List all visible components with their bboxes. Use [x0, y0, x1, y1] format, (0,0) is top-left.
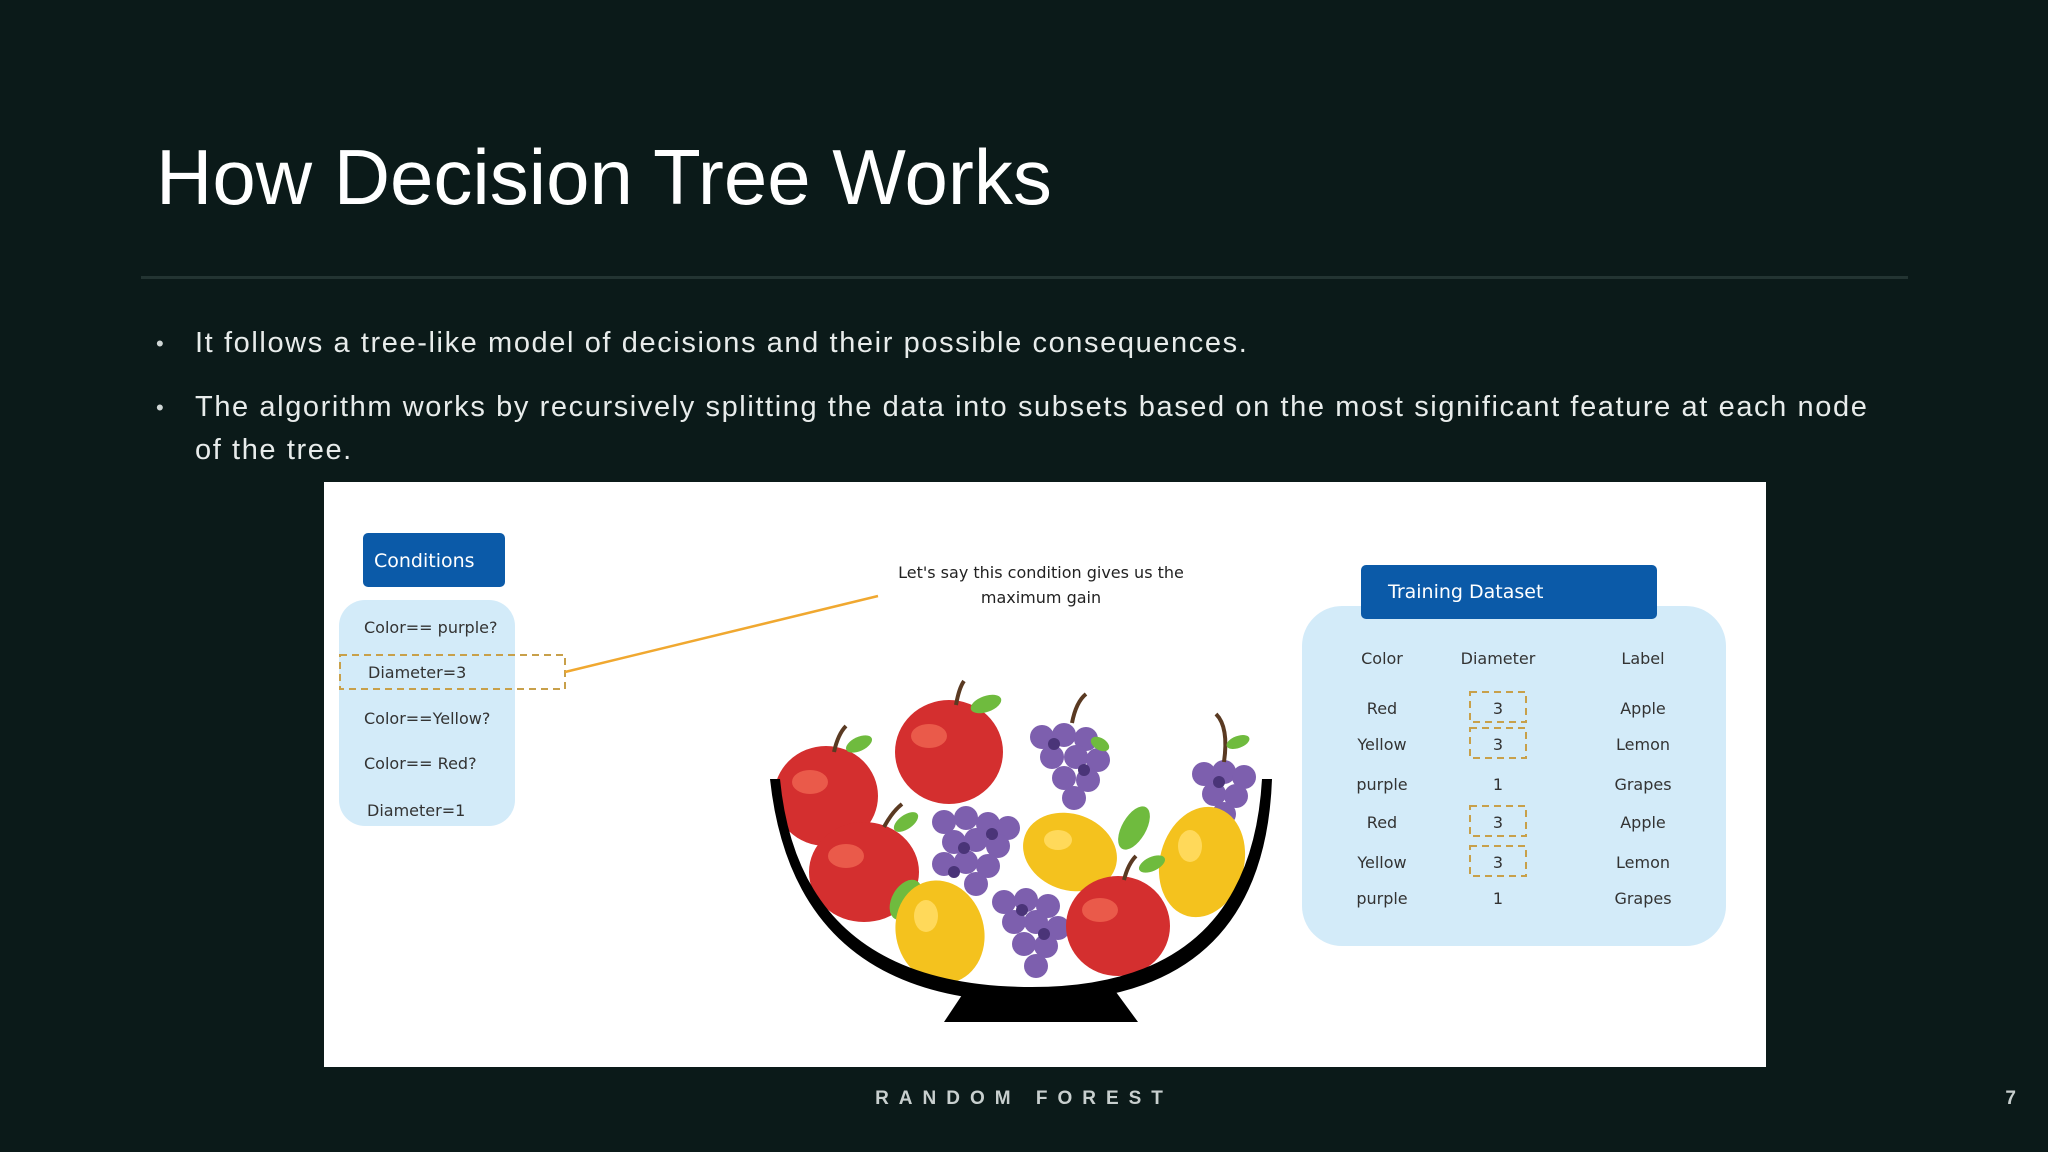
dataset-header — [1361, 565, 1657, 619]
condition-item: Color== purple? — [364, 618, 497, 637]
highlighted-cell-box — [1469, 845, 1527, 877]
bullet-dot-icon: • — [156, 395, 166, 420]
bullet-text: It follows a tree-like model of decision… — [195, 327, 1249, 359]
dataset-cell: Apple — [1620, 699, 1666, 718]
dataset-cell: 3 — [1493, 699, 1503, 718]
bullet-item: • It follows a tree-like model of decisi… — [156, 322, 1896, 365]
dataset-cell: 1 — [1493, 889, 1503, 908]
dataset-cell: 3 — [1493, 735, 1503, 754]
conditions-header-label: Conditions — [374, 550, 475, 572]
dataset-column-header: Color — [1361, 649, 1403, 668]
highlighted-cell-box — [1469, 805, 1527, 837]
condition-item: Diameter=1 — [367, 801, 465, 820]
condition-item: Color==Yellow? — [364, 709, 490, 728]
dataset-cell: Lemon — [1616, 853, 1670, 872]
callout-text-line1: Let's say this condition gives us the — [898, 563, 1184, 582]
figure-canvas: Conditions Color== purple? Diameter=3 Co… — [339, 533, 1726, 1022]
dataset-cell: 1 — [1493, 775, 1503, 794]
dataset-cell: Red — [1367, 813, 1397, 832]
fruit-bowl-illustration — [770, 679, 1272, 1022]
title-divider — [141, 276, 1908, 279]
dataset-cell: Red — [1367, 699, 1397, 718]
dataset-cell: Yellow — [1356, 853, 1406, 872]
dataset-header-label: Training Dataset — [1387, 581, 1543, 603]
bullet-item: • The algorithm works by recursively spl… — [156, 386, 1896, 472]
highlighted-cell-box — [1469, 727, 1527, 759]
dataset-cell: Lemon — [1616, 735, 1670, 754]
footer-label: RANDOM FOREST — [875, 1088, 1173, 1109]
condition-item: Diameter=3 — [368, 663, 466, 682]
dataset-cell: Grapes — [1614, 775, 1671, 794]
bullet-text: The algorithm works by recursively split… — [195, 391, 1869, 466]
bullet-dot-icon: • — [156, 331, 166, 356]
callout-text-line2: maximum gain — [981, 588, 1101, 607]
bowl-base — [944, 992, 1138, 1022]
conditions-panel — [339, 600, 515, 826]
highlighted-cell-box — [1469, 691, 1527, 723]
decision-tree-figure: Conditions Color== purple? Diameter=3 Co… — [324, 482, 1766, 1067]
dataset-column-header: Diameter — [1461, 649, 1536, 668]
dataset-cell: 3 — [1493, 853, 1503, 872]
dataset-cell: purple — [1356, 775, 1407, 794]
condition-item: Color== Red? — [364, 754, 477, 773]
conditions-header — [363, 533, 505, 587]
dataset-cell: purple — [1356, 889, 1407, 908]
callout-line — [564, 594, 879, 674]
dataset-column-header: Label — [1621, 649, 1664, 668]
slide-title: How Decision Tree Works — [156, 133, 1052, 221]
dataset-cell: Apple — [1620, 813, 1666, 832]
dataset-cell: Grapes — [1614, 889, 1671, 908]
dataset-cell: Yellow — [1356, 735, 1406, 754]
page-number: 7 — [2005, 1088, 2016, 1109]
bullet-list: • It follows a tree-like model of decisi… — [156, 322, 1896, 493]
dataset-cell: 3 — [1493, 813, 1503, 832]
dataset-panel — [1302, 606, 1726, 946]
